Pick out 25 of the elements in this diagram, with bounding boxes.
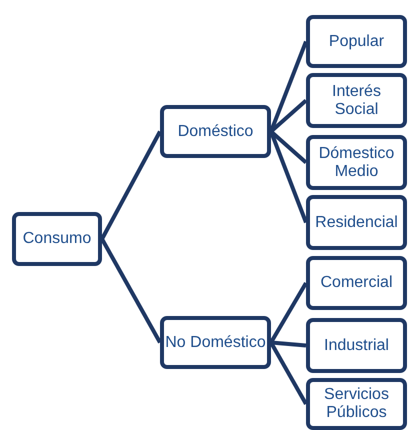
node-label: Residencial: [315, 214, 398, 232]
connector-line: [269, 342, 308, 405]
category-box: [306, 195, 407, 250]
connector-line: [269, 282, 308, 344]
category-box: [306, 15, 407, 68]
node-label: Dómestico Medio: [318, 144, 396, 180]
node-label: Industrial: [324, 336, 389, 354]
node-label: Comercial: [320, 274, 392, 292]
node-label: No Doméstico: [165, 334, 266, 352]
connector-line: [100, 130, 162, 240]
category-box: [306, 73, 407, 128]
node-label: Interés Social: [331, 82, 382, 118]
category-box: [160, 105, 271, 158]
category-box: [160, 316, 271, 369]
node-label: Servicios Públicos: [323, 386, 390, 422]
connector-line: [100, 238, 162, 344]
category-box: [306, 135, 407, 190]
category-box: [306, 378, 407, 430]
node-label: Consumo: [22, 230, 92, 248]
node-label: Doméstico: [178, 122, 254, 140]
category-box: [12, 212, 102, 266]
connector-line: [270, 340, 306, 348]
category-box: [306, 256, 407, 310]
node-label: Popular: [328, 32, 384, 50]
category-box: [306, 318, 407, 373]
